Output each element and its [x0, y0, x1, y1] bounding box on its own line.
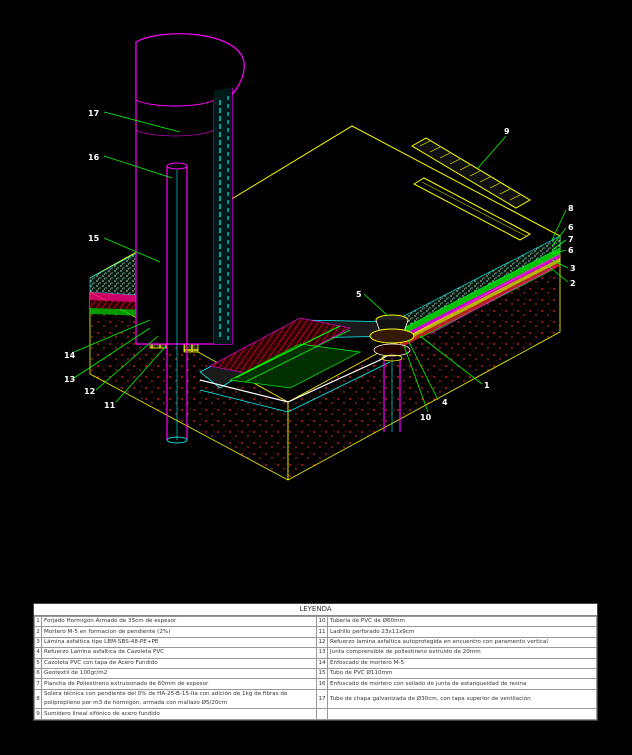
label-14: 14	[64, 351, 76, 360]
legend-text: Sumidero lineal sifónico de acero fundid…	[41, 708, 317, 720]
legend-number: 14	[316, 657, 328, 669]
legend-text: Solera técnica con pendiente del 0% de H…	[41, 688, 317, 710]
label-11: 11	[104, 401, 116, 410]
legend-row: 1 Forjado Hormigón Armado de 35cm de esp…	[34, 615, 597, 628]
legend-text: Lámina asfaltica tipo LBM-SBS-48-PE+PE	[41, 636, 317, 649]
label-3: 3	[570, 264, 576, 273]
legend-empty	[316, 708, 328, 720]
label-2: 2	[570, 279, 576, 288]
label-15: 15	[88, 234, 100, 243]
leader-lines	[73, 111, 569, 413]
label-16: 16	[88, 153, 100, 162]
legend-text: Geotextil de 100gr/m2	[41, 667, 317, 680]
label-4: 4	[442, 398, 448, 407]
legend-number: 12	[316, 636, 328, 649]
legend-text: Forjado Hormigón Armado de 35cm de espes…	[41, 615, 317, 628]
legend-number: 10	[316, 615, 328, 628]
legend-number: 16	[316, 678, 328, 690]
legend-row: 8 Solera técnica con pendiente del 0% de…	[34, 688, 597, 710]
label-1: 1	[484, 381, 490, 390]
legend-text: Mortero M-5 en formacion de pendiente (2…	[41, 626, 317, 638]
label-12: 12	[84, 387, 95, 396]
legend-row: 9 Sumidero lineal sifónico de acero fund…	[34, 708, 597, 720]
legend-number: 11	[316, 626, 328, 638]
legend-text: Plancha de Poliestireno extruisonado de …	[41, 678, 317, 690]
label-7: 7	[568, 235, 574, 244]
legend-number: 8	[34, 688, 42, 710]
legend-number: 2	[34, 626, 42, 638]
label-8: 8	[568, 204, 574, 213]
label-6b: 6	[568, 223, 574, 232]
legend-text: Refuerzo lamina asfaltica autoprotegida …	[327, 636, 597, 649]
legend-grid: 1 Forjado Hormigón Armado de 35cm de esp…	[34, 615, 597, 720]
inner-pvc-pipe	[166, 162, 188, 444]
legend-empty	[327, 708, 597, 720]
legend-row: 6 Geotextil de 100gr/m2 15 Tubo de PVC Ø…	[34, 667, 597, 680]
drain-cup	[369, 314, 415, 362]
legend-row: 7 Plancha de Poliestireno extruisonado d…	[34, 678, 597, 690]
isometric-roof-drainage-drawing: 17 16 15 14 13 12 11 5 10 4 1 2 3 6 7 6 …	[64, 33, 576, 481]
legend-row: 5 Cazoleta PVC con tapa de Acero Fundido…	[34, 657, 597, 669]
drain-pipe	[383, 360, 401, 432]
legend-number: 6	[34, 667, 42, 680]
legend-table: LEYENDA 1 Forjado Hormigón Armado de 35c…	[33, 603, 598, 721]
legend-row: 4 Refuerzo Lamina asfaltica de Cazoleta …	[34, 647, 597, 659]
legend-number: 15	[316, 667, 328, 680]
legend-row: 3 Lámina asfaltica tipo LBM-SBS-48-PE+PE…	[34, 636, 597, 649]
label-13: 13	[64, 375, 75, 384]
ventilation-tube	[135, 33, 245, 345]
legend-text: Junta comprensible de poliestireno extru…	[327, 647, 597, 659]
roof-layer-stack	[399, 235, 561, 348]
legend-number: 17	[316, 688, 328, 710]
label-10: 10	[420, 413, 432, 422]
legend-number: 7	[34, 678, 42, 690]
legend-text: Ladrillo perforado 23x11x9cm	[327, 626, 597, 638]
legend-number: 13	[316, 647, 328, 659]
label-9: 9	[504, 127, 510, 136]
legend-text: Tubo de chapa galvanizada de Ø30cm, con …	[327, 688, 597, 710]
legend-number: 5	[34, 657, 42, 669]
legend-text: Enfoscado de mortero M-5	[327, 657, 597, 669]
legend-text: Refuerzo Lamina asfaltica de Cazoleta PV…	[41, 647, 317, 659]
label-6: 6	[568, 246, 574, 255]
label-5: 5	[356, 290, 362, 299]
legend-number: 4	[34, 647, 42, 659]
legend-text: Cazoleta PVC con tapa de Acero Fundido	[41, 657, 317, 669]
linear-drain	[411, 137, 532, 241]
legend-number: 1	[34, 615, 42, 628]
legend-number: 3	[34, 636, 42, 649]
callout-labels: 17 16 15 14 13 12 11 5 10 4 1 2 3 6 7 6 …	[64, 109, 576, 422]
label-17: 17	[88, 109, 99, 118]
legend-text: Tubo de PVC Ø110mm	[327, 667, 597, 680]
legend-text: Tubería de PVC de Ø60mm	[327, 615, 597, 628]
legend-title: LEYENDA	[34, 604, 597, 616]
legend-text: Enfoscado de mortero con sellado de junt…	[327, 678, 597, 690]
legend-row: 2 Mortero M-5 en formacion de pendiente …	[34, 626, 597, 638]
legend-number: 9	[34, 708, 42, 720]
